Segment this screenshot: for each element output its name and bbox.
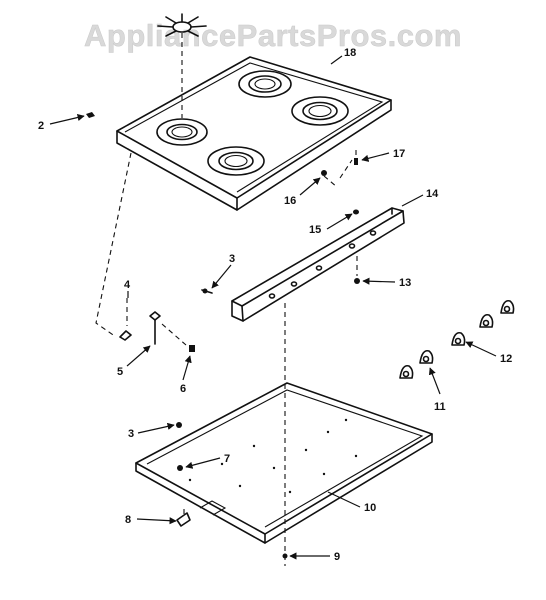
burner-rear-left <box>238 70 292 98</box>
callout-12: 12 <box>500 353 512 365</box>
screw-part-16 <box>321 170 338 188</box>
callout-2: 2 <box>38 120 44 132</box>
dash-guide-left <box>95 152 132 338</box>
screw-part-3-lower <box>176 422 182 428</box>
callout-3-lower: 3 <box>128 428 134 440</box>
callout-4: 4 <box>124 279 131 291</box>
hinge-part-4 <box>119 298 132 341</box>
callout-18: 18 <box>344 47 356 59</box>
callout-15: 15 <box>309 224 321 236</box>
callout-14: 14 <box>426 188 439 200</box>
callout-9: 9 <box>334 551 340 563</box>
callout-10: 10 <box>364 502 376 514</box>
knob-5 <box>500 299 515 314</box>
burner-rear-right <box>291 96 349 126</box>
watermark: AppliancePartsPros.com <box>84 18 462 54</box>
screw-part-7 <box>177 465 183 471</box>
clip-part-5 <box>149 311 187 346</box>
knob-1 <box>399 364 414 379</box>
knob-2 <box>419 349 434 364</box>
manifold-bracket <box>231 207 405 322</box>
burner-front-right <box>207 146 265 176</box>
burner-grate-spider <box>157 13 207 118</box>
burner-front-left <box>156 118 208 146</box>
screw-part-9 <box>282 553 288 559</box>
callout-7: 7 <box>224 453 230 465</box>
callout-5: 5 <box>117 366 123 378</box>
callout-13: 13 <box>399 277 411 289</box>
callout-8: 8 <box>125 514 131 526</box>
callout-16: 16 <box>284 195 296 207</box>
screw-part-17 <box>339 150 358 179</box>
screw-part-13 <box>354 256 360 284</box>
leader-lines <box>49 55 497 560</box>
knob-4 <box>479 313 494 328</box>
callout-17: 17 <box>393 148 405 160</box>
foot-part-8 <box>176 509 191 527</box>
screw-part-3-upper <box>201 288 213 294</box>
burner-box-tray <box>135 382 433 544</box>
cooktop <box>116 56 392 211</box>
screw-part-2 <box>86 112 95 118</box>
screw-part-15 <box>353 209 359 215</box>
callout-6: 6 <box>180 383 186 395</box>
screw-part-6 <box>189 345 195 352</box>
knob-3 <box>451 331 466 346</box>
callout-3-upper: 3 <box>229 253 235 265</box>
callout-11: 11 <box>434 401 446 413</box>
